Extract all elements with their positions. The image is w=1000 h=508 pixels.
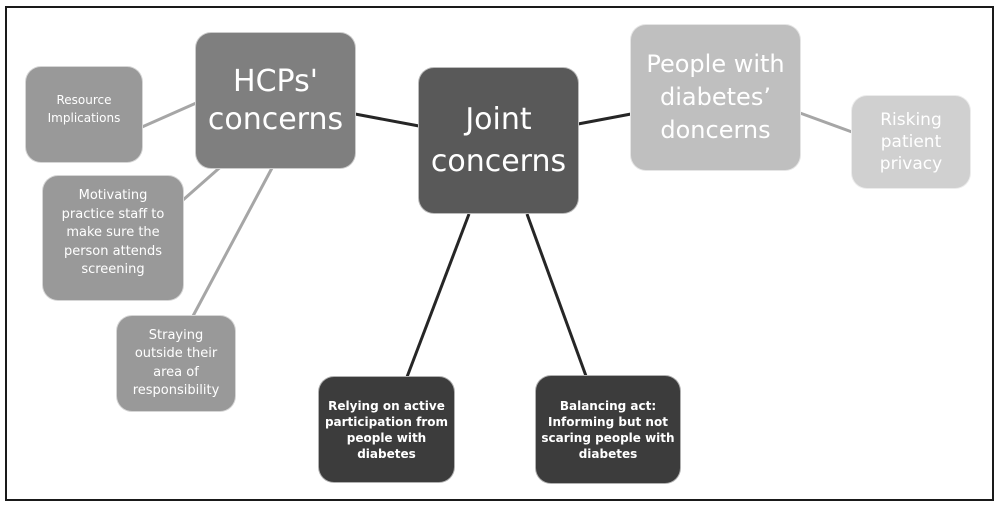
- node-label: Joint concerns: [430, 101, 567, 179]
- edge-joint-people: [577, 112, 632, 126]
- node-label: Relying on active participation from peo…: [324, 398, 449, 461]
- edge-hcps-motivating: [182, 161, 226, 202]
- edge-people-risking: [799, 111, 853, 134]
- node-label: Balancing act: Informing but not scaring…: [541, 398, 675, 461]
- node-resource-implications: Resource Implications: [25, 66, 143, 163]
- node-label: HCPs' concerns: [207, 63, 344, 137]
- node-label: Motivating practice staff to make sure t…: [61, 188, 165, 277]
- node-label: People with diabetes’ doncerns: [646, 50, 785, 144]
- node-label: Risking patient privacy: [879, 110, 943, 174]
- edge-joint-balancing: [525, 213, 588, 377]
- node-straying-outside-responsibility: Straying outside their area of responsib…: [116, 315, 236, 412]
- node-label: Straying outside their area of responsib…: [132, 327, 220, 399]
- edge-hcps-joint: [354, 112, 420, 128]
- edge-hcps-straying: [191, 167, 274, 317]
- edge-hcps-resource: [141, 98, 204, 129]
- edge-joint-relying: [405, 213, 471, 378]
- node-joint-concerns: Joint concerns: [418, 67, 579, 214]
- node-hcps-concerns: HCPs' concerns: [195, 32, 356, 169]
- node-balancing-act: Balancing act: Informing but not scaring…: [535, 375, 681, 484]
- node-label: Resource Implications: [47, 93, 121, 125]
- node-relying-on-active-participation: Relying on active participation from peo…: [318, 376, 455, 483]
- node-people-with-diabetes-concerns: People with diabetes’ doncerns: [630, 24, 801, 171]
- node-risking-patient-privacy: Risking patient privacy: [851, 95, 971, 189]
- node-motivating-practice-staff: Motivating practice staff to make sure t…: [42, 175, 184, 301]
